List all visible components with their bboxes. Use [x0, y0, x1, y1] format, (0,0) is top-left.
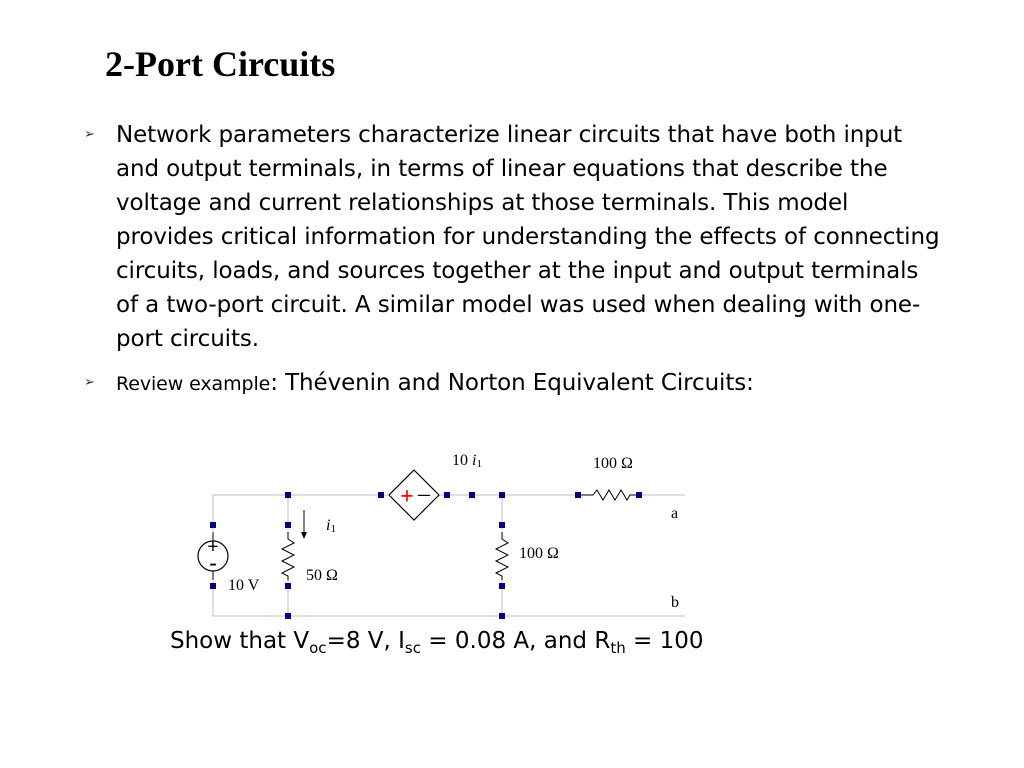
resistor-50-zigzag	[280, 532, 296, 580]
node	[499, 522, 505, 528]
resistor-100-series-zigzag	[580, 489, 640, 501]
bullet-list: ➢ Network parameters characterize linear…	[84, 118, 944, 411]
node	[636, 492, 642, 498]
node	[499, 613, 505, 619]
current-arrow-head	[301, 532, 307, 539]
arrow-bullet-icon: ➢	[84, 375, 95, 390]
circuit-diagram: + - + – 10 i1 100	[197, 452, 685, 619]
node	[378, 492, 384, 498]
review-example-label: Review example	[116, 373, 271, 395]
current-label: i1	[326, 517, 336, 535]
bullet-text: Review example: Thévenin and Norton Equi…	[116, 370, 754, 396]
review-topic: Thévenin and Norton Equivalent Circuits:	[277, 370, 754, 396]
slide-title: 2-Port Circuits	[105, 44, 336, 84]
voltage-source: + -	[197, 532, 229, 580]
dep-source-label: 10 i1	[452, 452, 482, 470]
node	[285, 583, 291, 589]
vs-label: 10 V	[228, 577, 260, 594]
vs-plus: +	[207, 536, 218, 558]
dependent-source-diamond	[388, 469, 440, 521]
node	[285, 613, 291, 619]
show-that-statement: Show that Voc=8 V, Isc = 0.08 A, and Rth…	[170, 628, 704, 657]
dep-plus: +	[400, 484, 414, 510]
nodes	[210, 492, 642, 619]
r-left-label: 50 Ω	[306, 567, 338, 584]
resistor-100-series	[580, 489, 640, 501]
node	[499, 492, 505, 498]
current-arrow	[301, 510, 307, 539]
r-mid-label: 100 Ω	[519, 545, 559, 562]
bullet-text: Network parameters characterize linear c…	[116, 122, 940, 352]
resistor-50	[280, 532, 296, 580]
node	[210, 522, 216, 528]
dep-minus: –	[417, 481, 431, 507]
node	[285, 492, 291, 498]
terminal-b-label: b	[671, 594, 679, 611]
dependent-source: + –	[388, 469, 440, 521]
node	[444, 492, 450, 498]
review-colon: :	[270, 370, 278, 396]
r-top-label: 100 Ω	[593, 455, 633, 472]
node	[499, 583, 505, 589]
terminal-a-label: a	[671, 505, 678, 522]
bullet-review-example: ➢ Review example: Thévenin and Norton Eq…	[84, 366, 944, 401]
node	[285, 522, 291, 528]
node	[210, 583, 216, 589]
resistor-100-shunt	[494, 532, 510, 580]
node	[469, 492, 475, 498]
resistor-100-zigzag	[494, 532, 510, 580]
vs-minus: -	[209, 550, 216, 575]
node	[575, 492, 581, 498]
bullet-network-parameters: ➢ Network parameters characterize linear…	[84, 118, 944, 356]
arrow-bullet-icon: ➢	[84, 127, 95, 142]
